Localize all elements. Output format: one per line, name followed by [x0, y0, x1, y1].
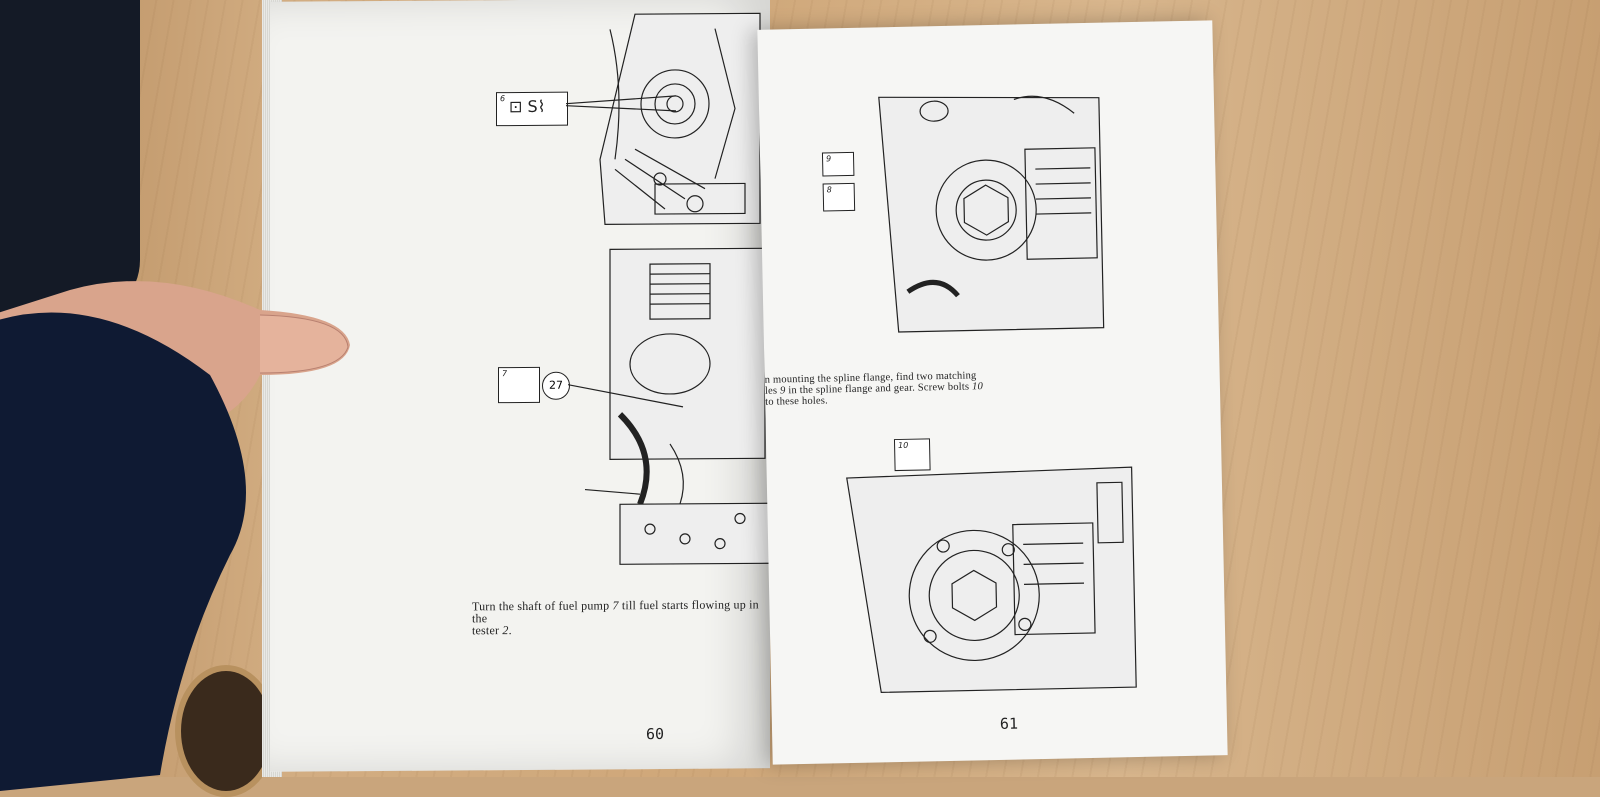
symbol-number: 7 [502, 369, 508, 379]
tool-symbol-box: 6 ⊡ S⌇ [496, 91, 568, 127]
caption-text: tester [472, 623, 503, 638]
symbol-number: 6 [500, 94, 506, 104]
right-page: 9 8 n mounting the spline flange, find t… [757, 20, 1228, 765]
page-number-right: 61 [999, 714, 1019, 733]
symbol-box-8: 8 [822, 182, 856, 212]
symbol-number: 10 [897, 440, 909, 450]
gauge-symbol-box: 7 [498, 366, 540, 404]
left-page: 6 ⊡ S⌇ 7 27 Turn the shaft of fuel pump … [270, 0, 770, 772]
caption-text: . [508, 623, 512, 638]
callout-badge: 27 [542, 371, 570, 400]
hand-icon [0, 281, 350, 791]
fuel-pump-illustration-icon [584, 247, 770, 565]
caption-text: Turn the shaft of fuel pump [472, 598, 613, 614]
caption-ref: 10 [971, 381, 984, 393]
dark-chair-corner [0, 0, 140, 320]
leader-line [568, 384, 684, 408]
spline-flange-illustration-icon [878, 95, 1105, 333]
symbol-box-10: 10 [893, 438, 931, 472]
caption-text: to these holes. [765, 395, 829, 408]
symbol-number: 8 [826, 185, 832, 195]
engine-illustration-icon [599, 12, 761, 226]
flange-bolts-illustration-icon [846, 466, 1137, 694]
leader-lines [566, 95, 677, 112]
symbol-glyph: ⊡ S⌇ [509, 96, 546, 117]
page-number-left: 60 [646, 724, 665, 744]
symbol-number: 9 [825, 154, 832, 164]
right-caption: n mounting the spline flange, find two m… [764, 370, 1006, 408]
symbol-box-9: 9 [821, 151, 855, 177]
left-caption: Turn the shaft of fuel pump 7 till fuel … [472, 597, 770, 638]
caption-text: les [764, 385, 781, 397]
